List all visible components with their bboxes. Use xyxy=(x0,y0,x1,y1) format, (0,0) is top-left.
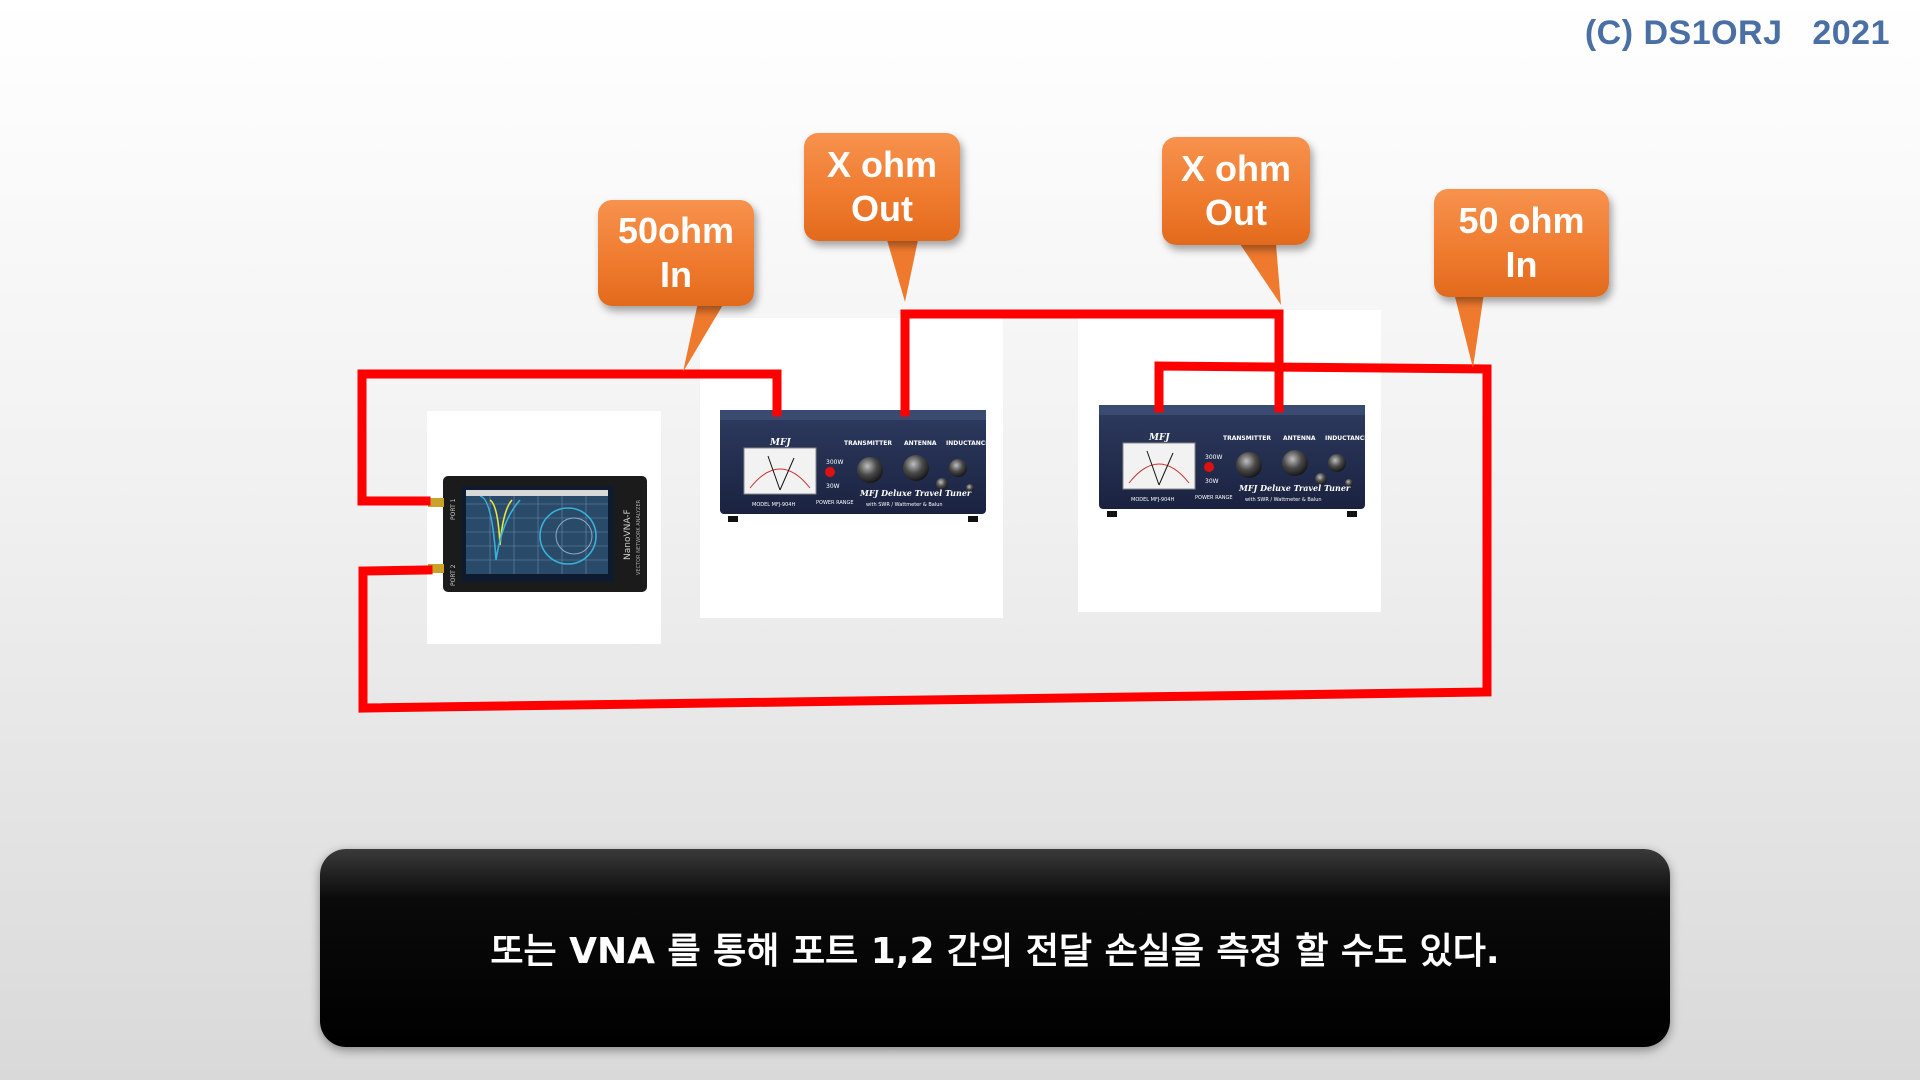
caption-box: 또는 VNA 를 통해 포트 1,2 간의 전달 손실을 측정 할 수도 있다. xyxy=(320,849,1670,1047)
tuner2-power-range-label: POWER RANGE xyxy=(1195,495,1233,501)
cable-tuner1-output-to-tuner2-output xyxy=(900,309,1284,417)
callout-xohm-out-left-line1: X ohm xyxy=(826,144,937,185)
callout-pointer-3 xyxy=(1240,244,1281,305)
callout-50ohm-in-left-line1: 50ohm xyxy=(617,210,735,251)
tuner2-antenna-label: ANTENNA xyxy=(1283,435,1316,442)
tuner1-subname-label: with SWR / Wattmeter & Balun xyxy=(866,502,943,508)
callout-pointer-2 xyxy=(887,240,918,302)
callout-pointer-1 xyxy=(683,293,730,372)
tuner1-antenna-label: ANTENNA xyxy=(904,440,937,447)
callout-xohm-out-right-line1: X ohm xyxy=(1180,148,1291,189)
callout-xohm-out-right: X ohm Out xyxy=(1162,137,1310,245)
tuner1-transmitter-label: TRANSMITTER xyxy=(844,440,892,447)
tuner2-brand-label: MFJ xyxy=(1148,433,1170,443)
callout-xohm-out-left-line2: Out xyxy=(851,188,913,229)
tuner2-name-label: MFJ Deluxe Travel Tuner xyxy=(1238,483,1351,493)
tuner1-inductance-label: INDUCTANCE xyxy=(946,440,989,447)
tuner1-power-range-label: POWER RANGE xyxy=(816,500,854,506)
callout-pointer-4 xyxy=(1454,293,1484,368)
callout-50ohm-in-right-line2: In xyxy=(1505,244,1538,285)
callout-50ohm-in-right-line1: 50 ohm xyxy=(1458,200,1585,241)
tuner1-model-label: MODEL MFJ-904H xyxy=(752,502,795,508)
tuner2-power-low-label: 30W xyxy=(1205,478,1219,485)
callout-xohm-out-left: X ohm Out xyxy=(804,133,960,241)
tuner2-transmitter-label: TRANSMITTER xyxy=(1223,435,1271,442)
callout-xohm-out-right-line2: Out xyxy=(1205,192,1267,233)
callout-50ohm-in-left-line2: In xyxy=(660,254,692,295)
tuner2-power-high-label: 300W xyxy=(1205,454,1222,461)
vna-port2-label: PORT 2 xyxy=(450,564,457,586)
caption-text: 또는 VNA 를 통해 포트 1,2 간의 전달 손실을 측정 할 수도 있다. xyxy=(490,931,1500,972)
tuner2-device: TRANSMITTER ANTENNA INDUCTANCE 300W 30W … xyxy=(1099,405,1368,517)
tuner1-device: TRANSMITTER ANTENNA INDUCTANCE 300W 30W … xyxy=(720,410,989,522)
vna-name-label: NanoVNA-F xyxy=(623,509,633,560)
cable-tuner2-input-to-port2 xyxy=(358,361,1492,713)
vna-device: PORT 1 PORT 2 NanoVNA-F VECTOR NETWORK A… xyxy=(428,476,647,592)
vna-subtitle-label: VECTOR NETWORK ANALYZER xyxy=(636,499,642,575)
copyright-text: (C) DS1ORJ 2021 xyxy=(1584,14,1890,52)
tuner1-power-low-label: 30W xyxy=(826,483,840,490)
tuner1-brand-label: MFJ xyxy=(769,438,791,448)
cable-port1-to-tuner1-input xyxy=(357,369,782,506)
tuner2-subname-label: with SWR / Wattmeter & Balun xyxy=(1245,497,1322,503)
tuner2-inductance-label: INDUCTANCE xyxy=(1325,435,1368,442)
callout-50ohm-in-right: 50 ohm In xyxy=(1434,189,1609,297)
tuner2-model-label: MODEL MFJ-904H xyxy=(1131,497,1174,503)
tuner1-power-high-label: 300W xyxy=(826,459,843,466)
vna-port1-label: PORT 1 xyxy=(450,498,457,520)
tuner1-name-label: MFJ Deluxe Travel Tuner xyxy=(859,488,972,498)
callout-50ohm-in-left: 50ohm In xyxy=(598,200,754,306)
